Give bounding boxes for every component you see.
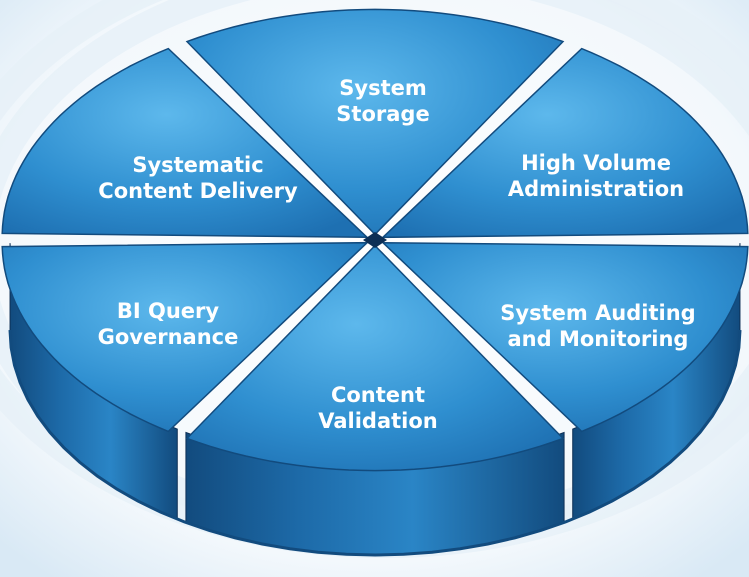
segment-label-line: Content — [331, 383, 425, 407]
segment-high-volume-administration — [380, 47, 749, 239]
segment-bi-query-governance — [1, 241, 370, 433]
center-hub — [363, 232, 387, 248]
segment-systematic-content-delivery — [1, 47, 370, 239]
segment-label-line: Administration — [508, 177, 684, 201]
disc-segments — [1, 8, 749, 472]
segment-label-line: and Monitoring — [508, 327, 689, 351]
segment-label-line: Content Delivery — [98, 179, 298, 203]
segment-label-line: Storage — [336, 102, 429, 126]
segment-system-auditing-and-monitoring — [380, 241, 749, 433]
segment-label-line: BI Query — [117, 299, 220, 323]
segment-label-line: Systematic — [132, 153, 263, 177]
segment-label-line: Governance — [98, 325, 239, 349]
segment-label-line: High Volume — [521, 151, 671, 175]
segment-label-line: System Auditing — [500, 301, 695, 325]
segment-label-line: Validation — [318, 409, 438, 433]
segment-content-validation — [185, 244, 565, 472]
segment-system-storage — [185, 8, 565, 236]
disc-base-edge — [8, 329, 742, 557]
segment-label-line: System — [339, 76, 426, 100]
